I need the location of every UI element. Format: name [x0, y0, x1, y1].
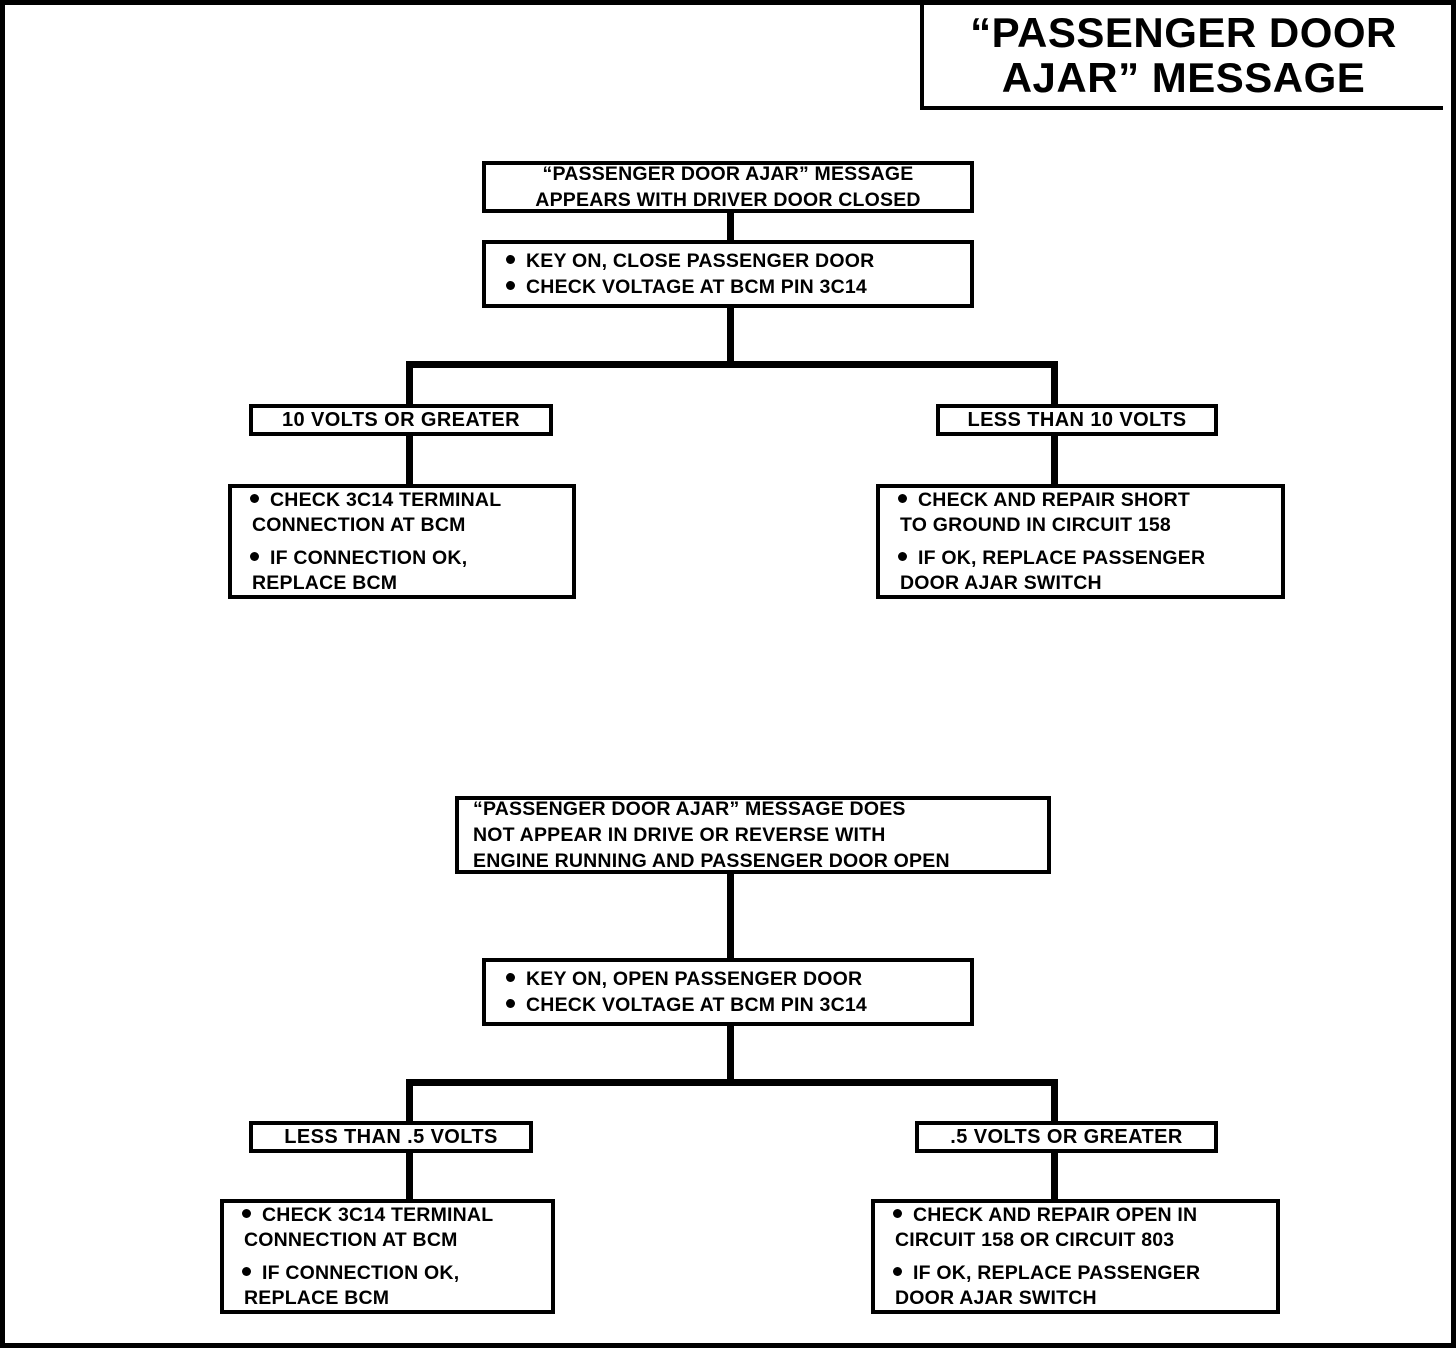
chart1-action-right-item-1-cont: TO GROUND IN CIRCUIT 158 [900, 513, 1171, 536]
chart1-branch-label-right: LESS THAN 10 VOLTS [936, 404, 1218, 436]
chart2-test-item-2-text: CHECK VOLTAGE AT BCM PIN 3C14 [526, 994, 867, 1016]
bullet-icon [250, 493, 259, 503]
chart1-branch-stem [727, 305, 734, 367]
chart2-action-right-item-1-cont: CIRCUIT 158 OR CIRCUIT 803 [895, 1228, 1175, 1251]
chart1-symptom-line-2: APPEARS WITH DRIVER DOOR CLOSED [535, 189, 921, 211]
chart1-symptom-line-1: “PASSENGER DOOR AJAR” MESSAGE [542, 162, 914, 185]
chart2-test-item-1: KEY ON, OPEN PASSENGER DOOR [506, 966, 970, 992]
chart1-action-left-item-1-cont: CONNECTION AT BCM [252, 513, 466, 536]
chart2-branch-label-left-text: LESS THAN .5 VOLTS [284, 1125, 498, 1148]
page-title-line-1: “PASSENGER DOOR [970, 9, 1397, 57]
page-title-line-2: AJAR” MESSAGE [1001, 53, 1366, 101]
chart2-branch-bar [406, 1079, 1058, 1086]
chart2-test-item-2: CHECK VOLTAGE AT BCM PIN 3C14 [506, 992, 970, 1018]
chart1-action-left-item-2: IF CONNECTION OK, [250, 545, 572, 571]
chart1-test-box: KEY ON, CLOSE PASSENGER DOOR CHECK VOLTA… [482, 240, 974, 308]
chart1-symptom-box: “PASSENGER DOOR AJAR” MESSAGE APPEARS WI… [482, 161, 974, 213]
chart1-branch-label-right-text: LESS THAN 10 VOLTS [967, 408, 1187, 431]
chart1-connector-symptom-test [727, 210, 734, 243]
chart2-symptom-line-3: ENGINE RUNNING AND PASSENGER DOOR OPEN [473, 850, 950, 873]
chart1-test-item-1: KEY ON, CLOSE PASSENGER DOOR [506, 248, 970, 274]
chart1-action-left-item-1: CHECK 3C14 TERMINAL [250, 487, 572, 513]
chart1-test-item-2: CHECK VOLTAGE AT BCM PIN 3C14 [506, 274, 970, 300]
chart1-test-item-1-text: KEY ON, CLOSE PASSENGER DOOR [526, 249, 875, 272]
chart2-action-left-item-1: CHECK 3C14 TERMINAL [242, 1202, 551, 1228]
chart2-action-left-item-2: IF CONNECTION OK, [242, 1260, 551, 1286]
chart1-action-right-item-1-text: CHECK AND REPAIR SHORT [918, 488, 1190, 511]
chart2-symptom-line-1: “PASSENGER DOOR AJAR” MESSAGE DOES [473, 797, 906, 820]
bullet-icon [506, 254, 515, 264]
chart2-branch-label-right: .5 VOLTS OR GREATER [915, 1121, 1218, 1153]
chart1-action-left-item-2-cont: REPLACE BCM [252, 572, 398, 595]
chart2-connector-symptom-test [727, 871, 734, 961]
chart1-action-left-item-1-text: CHECK 3C14 TERMINAL [270, 488, 502, 511]
bullet-icon [506, 281, 515, 290]
bullet-icon [898, 552, 907, 561]
chart1-action-right-item-2: IF OK, REPLACE PASSENGER [898, 545, 1281, 571]
chart1-action-left-item-2-text: IF CONNECTION OK, [270, 547, 468, 569]
chart2-action-right-item-2-text: IF OK, REPLACE PASSENGER [913, 1262, 1201, 1284]
chart2-action-right-item-1: CHECK AND REPAIR OPEN IN [893, 1202, 1276, 1228]
chart2-action-box-left: CHECK 3C14 TERMINAL CONNECTION AT BCM IF… [220, 1199, 555, 1314]
bullet-icon [898, 493, 907, 503]
chart2-symptom-line-2: NOT APPEAR IN DRIVE OR REVERSE WITH [473, 823, 886, 846]
chart2-action-left-item-2-cont: REPLACE BCM [244, 1287, 390, 1310]
chart2-test-item-1-text: KEY ON, OPEN PASSENGER DOOR [526, 967, 863, 990]
chart2-action-left-item-1-cont: CONNECTION AT BCM [244, 1228, 458, 1251]
chart1-test-item-2-text: CHECK VOLTAGE AT BCM PIN 3C14 [526, 276, 867, 298]
chart2-action-right-item-1-text: CHECK AND REPAIR OPEN IN [913, 1203, 1198, 1226]
bullet-icon [242, 1267, 251, 1276]
chart2-branch-stem [727, 1023, 734, 1085]
chart2-test-box: KEY ON, OPEN PASSENGER DOOR CHECK VOLTAG… [482, 958, 974, 1026]
bullet-icon [893, 1267, 902, 1276]
chart1-action-right-item-2-text: IF OK, REPLACE PASSENGER [918, 547, 1206, 569]
chart2-action-right-item-2-cont: DOOR AJAR SWITCH [895, 1287, 1097, 1310]
bullet-icon [893, 1208, 902, 1218]
chart1-action-right-item-2-cont: DOOR AJAR SWITCH [900, 572, 1102, 595]
bullet-icon [506, 972, 515, 982]
chart2-action-right-item-2: IF OK, REPLACE PASSENGER [893, 1260, 1276, 1286]
bullet-icon [506, 999, 515, 1008]
chart1-branch-label-left: 10 VOLTS OR GREATER [249, 404, 553, 436]
chart2-action-left-item-2-text: IF CONNECTION OK, [262, 1262, 460, 1284]
chart1-action-right-item-1: CHECK AND REPAIR SHORT [898, 487, 1281, 513]
chart1-branch-bar [406, 361, 1058, 368]
bullet-icon [242, 1208, 251, 1218]
bullet-icon [250, 552, 259, 561]
chart2-branch-label-right-text: .5 VOLTS OR GREATER [950, 1125, 1183, 1148]
chart2-symptom-box: “PASSENGER DOOR AJAR” MESSAGE DOES NOT A… [455, 796, 1051, 874]
chart2-action-left-item-1-text: CHECK 3C14 TERMINAL [262, 1203, 494, 1226]
chart2-action-box-right: CHECK AND REPAIR OPEN IN CIRCUIT 158 OR … [871, 1199, 1280, 1314]
chart1-action-box-right: CHECK AND REPAIR SHORT TO GROUND IN CIRC… [876, 484, 1285, 599]
chart1-branch-label-left-text: 10 VOLTS OR GREATER [281, 408, 520, 431]
page-title: “PASSENGER DOOR AJAR” MESSAGE [920, 5, 1443, 110]
chart1-action-box-left: CHECK 3C14 TERMINAL CONNECTION AT BCM IF… [228, 484, 576, 599]
chart2-branch-label-left: LESS THAN .5 VOLTS [249, 1121, 533, 1153]
